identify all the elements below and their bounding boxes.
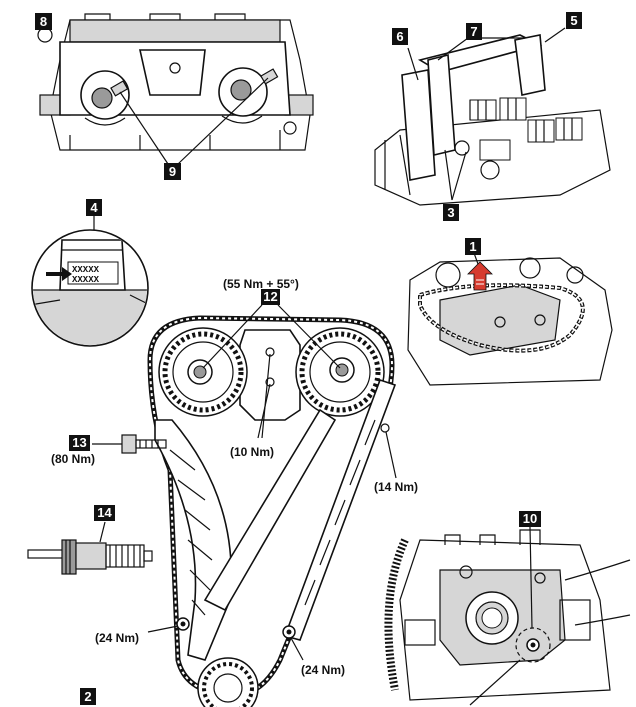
svg-text:6: 6 <box>396 29 403 44</box>
torque-lower-left-bolt: (24 Nm) <box>95 631 139 645</box>
callout-10: 10 <box>519 511 541 527</box>
crankshaft-sprocket <box>197 657 259 707</box>
callout-3: 3 <box>443 204 459 221</box>
left-camshaft-sprocket <box>158 327 248 417</box>
svg-text:5: 5 <box>570 13 577 28</box>
svg-text:4: 4 <box>90 200 98 215</box>
callout-4: 4 <box>86 199 102 216</box>
svg-text:14: 14 <box>97 505 112 520</box>
torque-tensioner-plug: (80 Nm) <box>51 452 95 466</box>
locking-bar-panel: 6 7 5 3 <box>374 12 611 221</box>
chain-sprocket-panel: 1 <box>407 238 613 386</box>
svg-text:12: 12 <box>263 289 277 304</box>
callout-7: 7 <box>466 23 482 40</box>
callout-12: 12 <box>261 289 280 305</box>
svg-text:7: 7 <box>470 24 477 39</box>
svg-text:1: 1 <box>469 239 476 254</box>
tensioner-plug: 13 (80 Nm) <box>51 434 167 466</box>
callout-6: 6 <box>392 28 408 45</box>
callout-9: 9 <box>164 163 181 180</box>
svg-text:10: 10 <box>523 511 537 526</box>
callout-13: 13 <box>69 435 90 451</box>
svg-text:13: 13 <box>72 435 86 450</box>
svg-text:9: 9 <box>169 164 176 179</box>
callout-5: 5 <box>566 12 582 29</box>
callout-1: 1 <box>465 238 481 255</box>
marking-detail-panel: XXXXX XXXXX 4 <box>31 199 149 347</box>
svg-text:3: 3 <box>447 205 454 220</box>
marking-line-2: XXXXX <box>72 275 100 285</box>
housing-detail-panel: 10 <box>384 511 631 706</box>
marking-line-1: XXXXX <box>72 265 100 275</box>
torque-lower-right-bolt: (24 Nm) <box>301 663 345 677</box>
callout-8: 8 <box>35 13 52 30</box>
torque-guide-bolts: (10 Nm) <box>230 445 274 459</box>
marking-arrow-icon <box>46 267 72 281</box>
tensioner-tool: 14 <box>27 505 153 575</box>
timing-chain-assembly: (55 Nm + 55°) 12 (10 Nm) (14 Nm) (24 Nm)… <box>80 277 418 707</box>
svg-text:8: 8 <box>40 14 47 29</box>
callout-2: 2 <box>80 688 96 705</box>
torque-camshaft-bolts: (55 Nm + 55°) <box>223 277 299 291</box>
callout-14: 14 <box>94 505 115 521</box>
svg-text:2: 2 <box>84 689 91 704</box>
direction-arrow-icon <box>467 261 493 291</box>
torque-right-guide-bolt: (14 Nm) <box>374 480 418 494</box>
camshaft-locking-panel: 8 9 <box>35 13 314 180</box>
right-camshaft-sprocket <box>295 327 385 417</box>
